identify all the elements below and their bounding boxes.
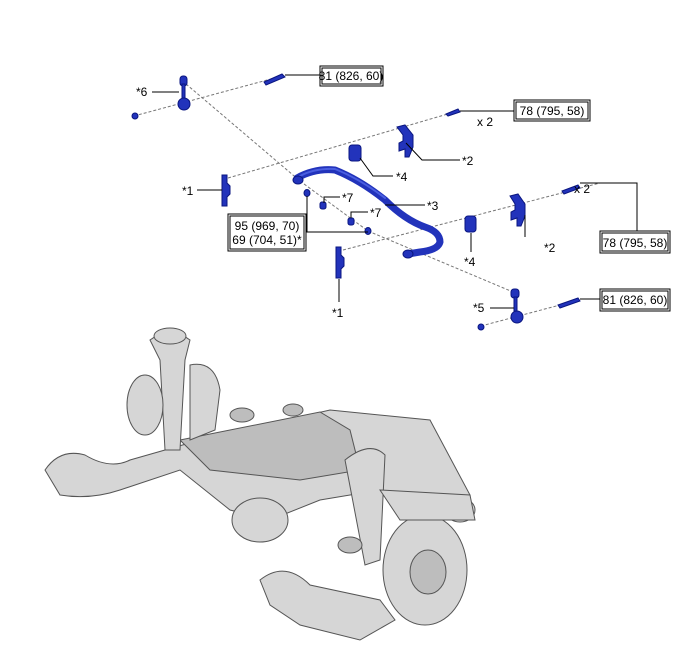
cap-lower xyxy=(347,217,355,226)
quantity-top: x 2 xyxy=(477,115,493,129)
bracket-lower xyxy=(335,246,345,279)
callout-5: *5 xyxy=(473,301,485,315)
stabilizer-bar xyxy=(292,166,444,259)
quantity-right: x 2 xyxy=(574,182,590,196)
bracket-right xyxy=(509,193,526,227)
callout-2-top: *2 xyxy=(462,154,474,168)
callout-1-left: *1 xyxy=(182,184,194,198)
stabilizer-link-rh xyxy=(510,288,524,324)
torque-box-link-nut: 95 (969, 70) 69 (704, 51)* xyxy=(227,213,307,252)
nut-upper xyxy=(303,189,311,197)
torque-label: 69 (704, 51)* xyxy=(232,233,302,247)
torque-box-link-bottom: 81 (826, 60) xyxy=(599,288,671,312)
nut-lower xyxy=(364,227,372,235)
torque-box-link-top: 81 (826, 60) xyxy=(319,65,384,87)
rear-suspension-assembly-illustration xyxy=(44,327,476,641)
bolt-rh-link xyxy=(557,297,581,309)
bracket-lh xyxy=(221,174,231,207)
leader-lines xyxy=(152,74,638,309)
callout-6: *6 xyxy=(136,85,148,99)
callout-4-right: *4 xyxy=(464,255,476,269)
cap-upper xyxy=(319,201,327,210)
callout-1-lower: *1 xyxy=(332,306,344,320)
torque-label: 78 (795, 58) xyxy=(520,104,585,118)
torque-label: 78 (795, 58) xyxy=(603,236,668,250)
torque-label: 95 (969, 70) xyxy=(235,219,300,233)
callout-7-b: *7 xyxy=(370,206,382,220)
callout-4-top: *4 xyxy=(396,170,408,184)
callout-7-a: *7 xyxy=(342,191,354,205)
bracket-top xyxy=(396,124,414,158)
bolt-bracket-top xyxy=(445,108,461,117)
callout-3: *3 xyxy=(427,199,439,213)
bushing-top xyxy=(348,144,362,162)
stabilizer-link-lh xyxy=(177,75,191,111)
torque-label: 81 (826, 60) xyxy=(319,69,384,83)
bolt-bracket-right xyxy=(561,184,581,195)
nut-rh-link xyxy=(477,323,485,331)
callout-2-right: *2 xyxy=(544,241,556,255)
torque-label: 81 (826, 60) xyxy=(603,293,668,307)
nut-lh-link xyxy=(131,112,139,120)
torque-box-bracket-right: 78 (795, 58) xyxy=(599,230,671,254)
bolt-lh-link xyxy=(263,73,286,86)
bushing-right xyxy=(464,215,477,233)
torque-box-bracket-top: 78 (795, 58) xyxy=(513,99,591,122)
